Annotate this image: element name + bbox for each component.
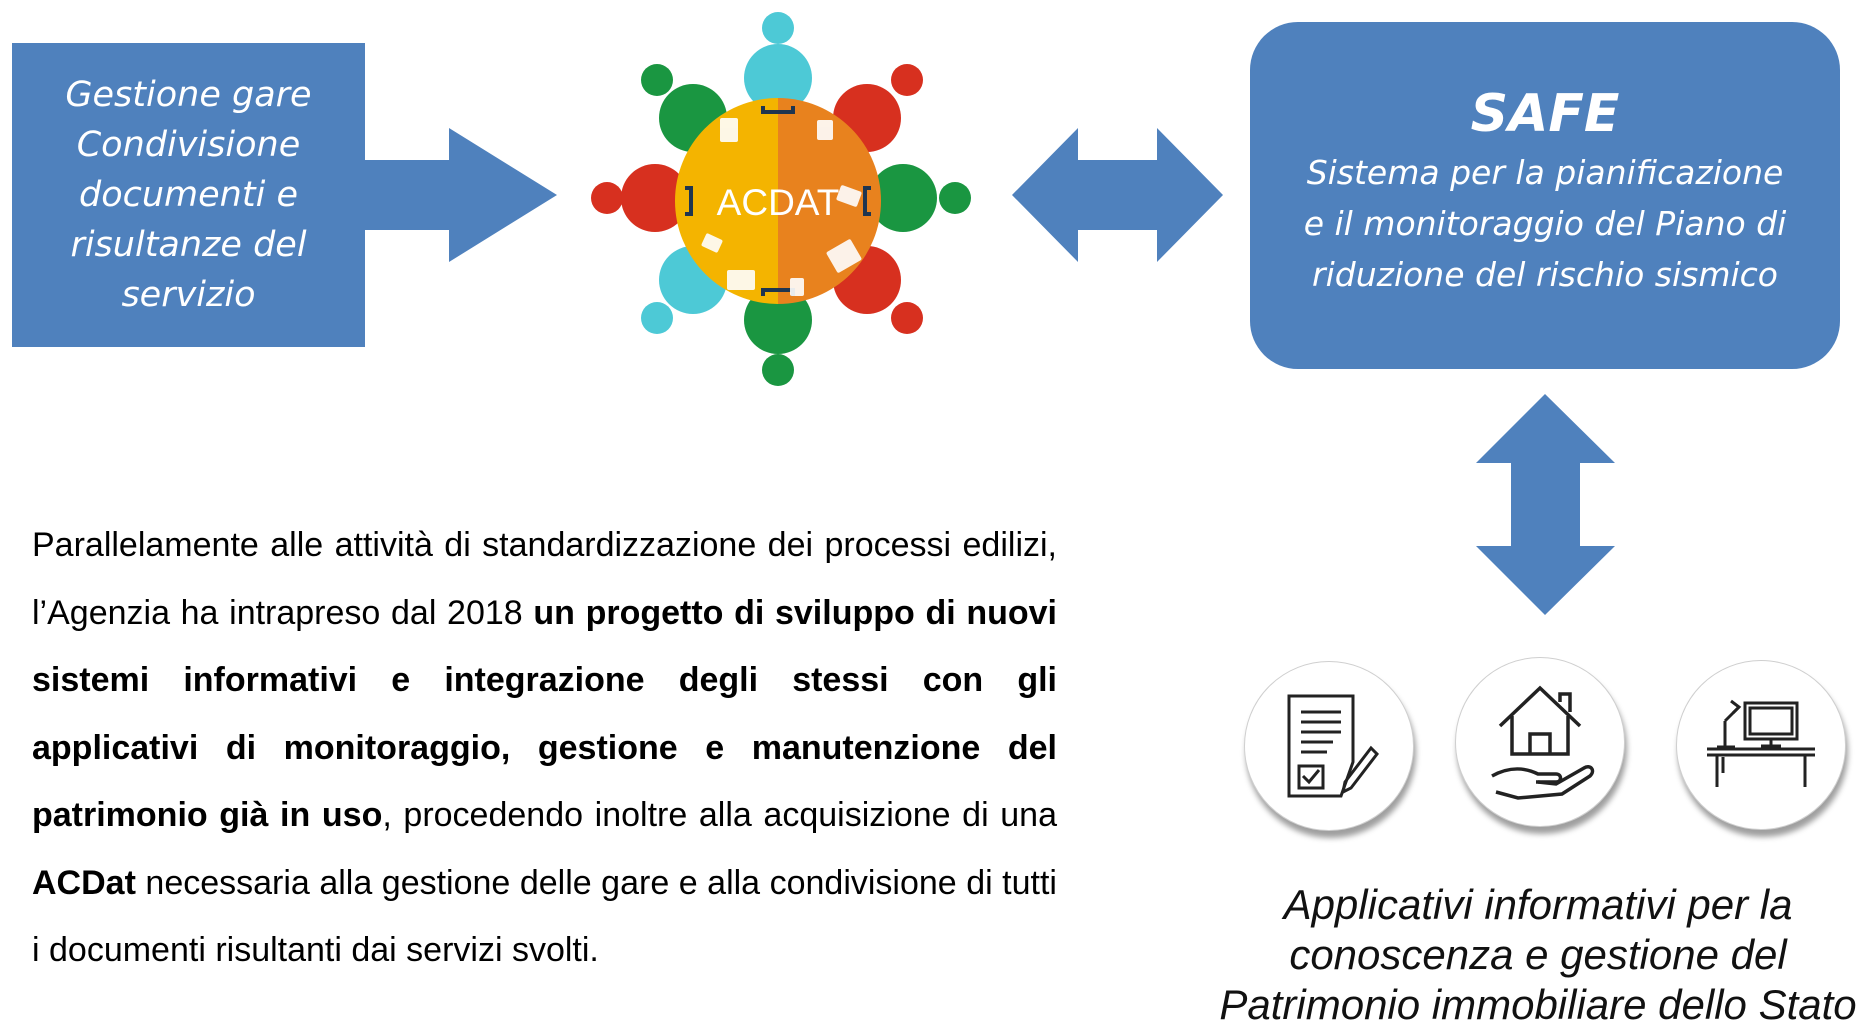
document-check-icon bbox=[1287, 694, 1379, 798]
caption-line: Patrimonio immobiliare dello Stato bbox=[1219, 981, 1857, 1028]
seat-top bbox=[744, 12, 812, 112]
left-box-line: Condivisione bbox=[76, 125, 301, 165]
left-box-line: Gestione gare bbox=[65, 75, 312, 115]
paragraph-bold: un progetto di sviluppo di nuovi sistemi… bbox=[32, 593, 1057, 835]
seat-right bbox=[869, 164, 971, 232]
acdat-hub: ACDAT bbox=[591, 12, 971, 386]
paragraph-bold: ACDat bbox=[32, 863, 136, 902]
right-arrow bbox=[364, 128, 557, 262]
paragraph-text: necessaria alla gestione delle gare e al… bbox=[32, 863, 1057, 970]
left-info-box: Gestione gare Condivisione documenti e r… bbox=[12, 43, 365, 347]
safe-line: e il monitoraggio del Piano di bbox=[1303, 204, 1787, 243]
paragraph-text: Parallelamente alle attività di standard… bbox=[32, 526, 1057, 632]
bidirectional-arrow-vertical bbox=[1476, 394, 1615, 615]
left-box-line: risultanze del bbox=[70, 225, 307, 265]
safe-title: SAFE bbox=[1470, 84, 1620, 144]
icon-circle-house bbox=[1455, 657, 1625, 827]
icon-circle-document bbox=[1244, 661, 1414, 831]
seat-left bbox=[591, 164, 689, 232]
caption-line: Applicativi informativi per la bbox=[1283, 881, 1793, 928]
hub-label: ACDAT bbox=[717, 182, 840, 223]
paragraph-text: , procedendo inoltre alla acquisizione d… bbox=[382, 796, 1057, 834]
safe-line: Sistema per la pianificazione bbox=[1306, 153, 1784, 192]
bidirectional-arrow-horizontal bbox=[1012, 128, 1223, 262]
house-hand-icon bbox=[1491, 685, 1595, 800]
icon-circle-desk bbox=[1676, 660, 1846, 830]
left-box-line: documenti e bbox=[79, 175, 298, 215]
body-paragraph: Parallelamente alle attività di standard… bbox=[32, 512, 1057, 985]
table-left-half bbox=[675, 98, 778, 304]
desk-computer-icon bbox=[1707, 699, 1815, 787]
icons-caption: Applicativi informativi per la conoscenz… bbox=[1178, 880, 1858, 1030]
caption-line: conoscenza e gestione del bbox=[1289, 931, 1787, 978]
seat-bottom bbox=[744, 286, 812, 386]
left-box-line: servizio bbox=[121, 275, 256, 315]
safe-box: SAFE Sistema per la pianificazione e il … bbox=[1250, 22, 1840, 369]
safe-line: riduzione del rischio sismico bbox=[1312, 255, 1778, 294]
